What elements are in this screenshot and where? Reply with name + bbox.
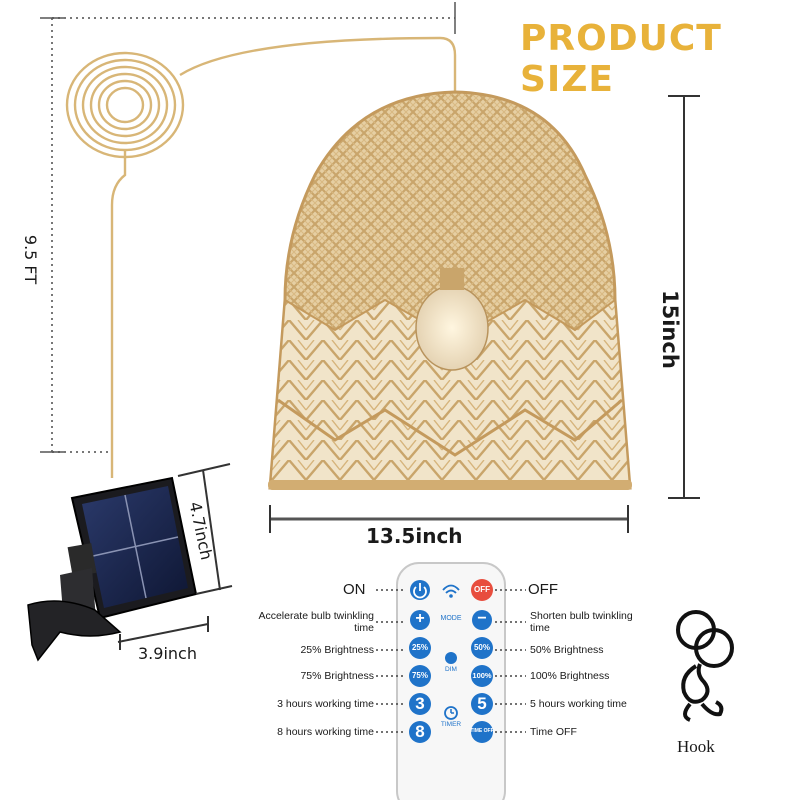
height-dimension-line (668, 95, 700, 499)
label-3-hours: 3 hours working time (277, 698, 374, 710)
h8-button[interactable]: 8 (415, 722, 425, 741)
label-shorten: Shorten bulb twinkling time (530, 610, 633, 634)
label-50-brightness: 50% Brightness (530, 644, 604, 656)
on-label: ON (343, 581, 366, 598)
plus-button[interactable]: + (415, 610, 425, 627)
b25-button[interactable]: 25% (411, 643, 428, 652)
off-button-text[interactable]: OFF (474, 585, 490, 594)
lamp-width-label: 13.5inch (366, 524, 463, 548)
width-dimension-line (269, 505, 629, 533)
hook-icon (676, 610, 734, 722)
remote-buttons (409, 579, 493, 743)
label-time-off: Time OFF (530, 726, 577, 738)
panel-dimension-lines (117, 463, 233, 650)
cord-length-label: 9.5 FT (21, 234, 41, 285)
cord-dimension-line (51, 17, 455, 453)
rattan-lamp-shade (268, 90, 632, 490)
b100-button[interactable]: 100% (472, 671, 492, 680)
remote-leader-lines (376, 589, 526, 733)
coiled-cord (65, 36, 457, 478)
timer-text: TIMER (440, 721, 462, 728)
page-title: PRODUCT SIZE (520, 18, 722, 100)
label-accelerate: Accelerate bulb twinkling time (258, 610, 374, 634)
clock-icon (444, 706, 458, 720)
power-off-button (471, 579, 493, 601)
h3-button[interactable]: 3 (415, 694, 425, 713)
dim-text: DIM (445, 666, 457, 673)
label-75-brightness: 75% Brightness (300, 670, 374, 682)
panel-width-label: 3.9inch (138, 644, 197, 663)
b50-button[interactable]: 50% (473, 643, 490, 652)
mode-text: MODE (440, 615, 462, 622)
signal-icon (442, 584, 460, 594)
timeoff-button[interactable]: TIME OFF (470, 728, 494, 734)
label-8-hours: 8 hours working time (277, 726, 374, 738)
sun-icon (445, 652, 457, 664)
off-label: OFF (528, 581, 558, 598)
label-100-brightness: 100% Brightness (530, 670, 610, 682)
lamp-height-label: 15inch (658, 290, 682, 369)
h5-button[interactable]: 5 (477, 694, 487, 713)
label-25-brightness: 25% Brightness (300, 644, 374, 656)
label-5-hours: 5 hours working time (530, 698, 627, 710)
solar-panel (27, 476, 198, 662)
b75-button[interactable]: 75% (411, 671, 428, 680)
hook-label: Hook (677, 737, 715, 756)
minus-button[interactable]: − (477, 610, 487, 627)
